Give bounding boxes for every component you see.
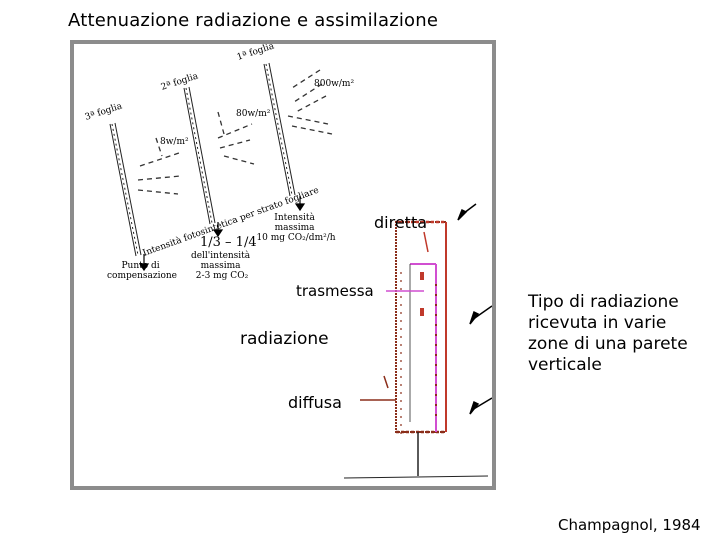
diagram-canvas: 1ª foglia 2ª foglia 3ª foglia 800w/m² 80…: [74, 44, 492, 486]
fraction-desc: dell'intensità massima 2-3 mg CO₂: [191, 250, 253, 281]
leaf-label-2: 2ª foglia: [160, 71, 200, 93]
leaf-stem-3: [110, 123, 141, 256]
fraction-label: 1/3 – 1/4: [200, 235, 257, 250]
irradiance-high: 800w/m²: [314, 79, 354, 89]
leaf-stem-2: [184, 87, 215, 224]
wall-outline: [344, 222, 488, 478]
leaf-label-1: 1ª foglia: [236, 44, 276, 63]
diagram-frame: 1ª foglia 2ª foglia 3ª foglia 800w/m² 80…: [70, 40, 496, 490]
label-diffuse: diffusa: [288, 393, 342, 412]
irradiance-low: 8w/m²: [160, 137, 189, 147]
caption-line: verticale: [528, 355, 713, 376]
side-caption: Tipo di radiazione ricevuta in varie zon…: [528, 292, 713, 376]
irradiance-mid: 80w/m²: [236, 109, 271, 119]
incoming-arrows: [458, 204, 492, 414]
leaf-stem-1: [264, 63, 295, 196]
label-radiation: radiazione: [240, 329, 329, 349]
slide-title: Attenuazione radiazione e assimilazione: [68, 10, 438, 31]
leaf-label-3: 3ª foglia: [84, 101, 124, 123]
light-rays-mid: [218, 112, 254, 164]
source-credit: Champagnol, 1984: [558, 516, 701, 534]
leader-direct: [424, 232, 428, 252]
caption-line: Tipo di radiazione: [528, 292, 713, 313]
label-direct: diretta: [374, 213, 427, 232]
label-transmitted: trasmessa: [296, 282, 374, 300]
max-intensity-label: Intensità massima 10 mg CO₂/dm²/h: [256, 212, 335, 243]
caption-line: zone di una parete: [528, 334, 713, 355]
caption-line: ricevuta in varie: [528, 313, 713, 334]
compensation-label: Punto di compensazione: [107, 261, 177, 281]
